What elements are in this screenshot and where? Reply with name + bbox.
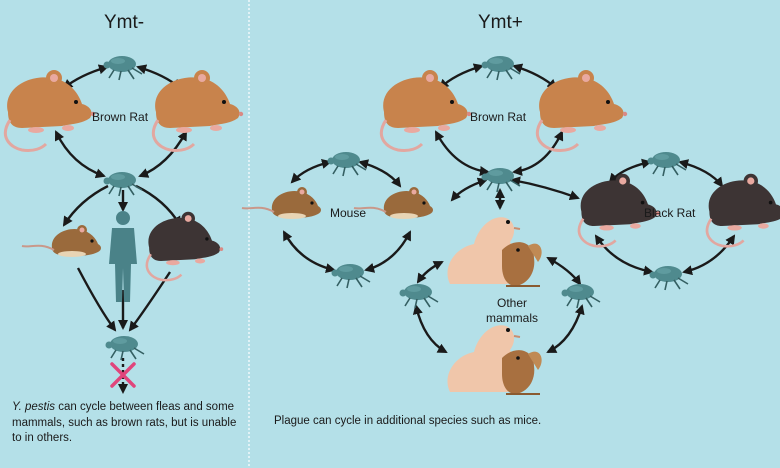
mouse-icon xyxy=(241,186,322,220)
flea-icon xyxy=(102,55,143,81)
right-panel xyxy=(241,55,780,395)
prairie-dog-squirrel-icon xyxy=(446,216,543,287)
left-brown-rat-label: Brown Rat xyxy=(92,110,149,124)
left-cycle-arrows xyxy=(54,64,188,395)
brown-rat-icon xyxy=(535,68,629,153)
prairie-dog-squirrel-icon xyxy=(446,324,543,395)
black-rat-icon xyxy=(145,210,225,282)
caption-species-name: Y. pestis xyxy=(12,401,56,413)
right-panel-title: Ymt+ xyxy=(478,12,523,33)
black-rat-label: Black Rat xyxy=(644,206,696,220)
brown-rat-icon xyxy=(151,68,245,153)
flea-icon xyxy=(646,151,687,177)
left-panel xyxy=(3,55,245,395)
black-rat-icon xyxy=(705,172,780,248)
other-mammals-label: Other mammals xyxy=(485,296,538,325)
left-caption: Y. pestis can cycle between fleas and so… xyxy=(12,400,244,447)
flea-icon xyxy=(398,283,439,309)
right-brown-rat-label: Brown Rat xyxy=(470,110,527,124)
flea-icon xyxy=(560,283,601,309)
left-panel-title: Ymt- xyxy=(104,12,145,33)
brown-rat-icon xyxy=(379,68,473,153)
human-silhouette-icon xyxy=(109,211,137,302)
flea-icon xyxy=(648,265,689,291)
mouse-icon xyxy=(21,224,103,258)
flea-icon xyxy=(104,335,145,361)
right-caption: Plague can cycle in additional species s… xyxy=(274,415,542,427)
flea-icon xyxy=(330,263,371,289)
mouse-label: Mouse xyxy=(330,206,367,220)
flea-icon xyxy=(326,151,367,177)
cross-mark-icon xyxy=(110,362,136,388)
brown-rat-icon xyxy=(3,68,97,153)
flea-icon xyxy=(480,55,521,81)
caption-text: can cycle between fleas and some mammals… xyxy=(12,401,237,445)
